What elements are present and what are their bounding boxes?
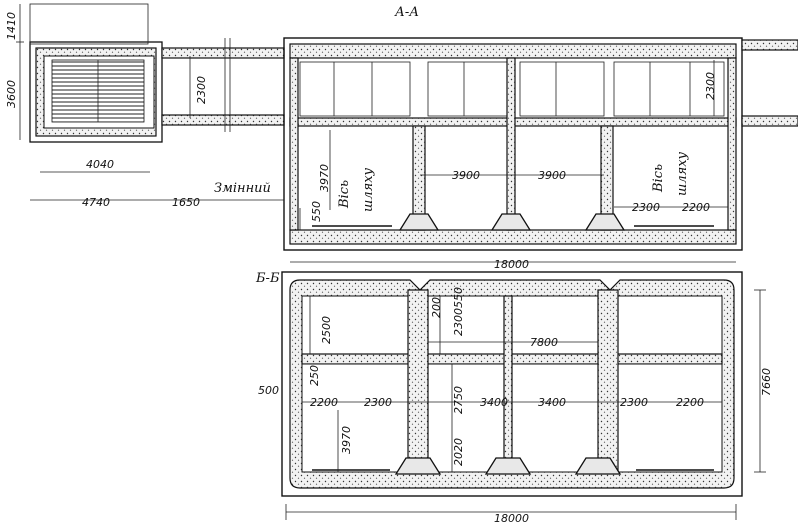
- dim-2300-left: 2300: [195, 76, 208, 104]
- dim-2200-right: 2200: [676, 396, 704, 409]
- dimensions-b-b: [285, 289, 766, 520]
- section-label-b-b: Б-Б: [255, 271, 280, 286]
- dim-4040: 4040: [86, 158, 114, 171]
- dim-2020: 2020: [452, 438, 465, 466]
- dim-2300-right: 2300: [704, 72, 717, 100]
- dim-2300-left: 2300: [364, 396, 392, 409]
- dim-3400-right: 3400: [538, 396, 566, 409]
- dim-7660: 7660: [760, 368, 773, 396]
- dim-3600: 3600: [5, 80, 18, 108]
- dim-3970: 3970: [318, 164, 331, 192]
- dim-4740: 4740: [82, 196, 110, 209]
- dim-1410: 1410: [5, 12, 18, 40]
- note-shlyakhu-2: шляху: [675, 151, 690, 196]
- note-vis-2: Вісь: [651, 164, 666, 193]
- dim-2750: 2750: [452, 386, 465, 414]
- dim-550: 550: [310, 201, 323, 222]
- dim-3400-left: 3400: [480, 396, 508, 409]
- dim-2200: 2200: [682, 201, 710, 214]
- dim-1650: 1650: [172, 196, 200, 209]
- dim-200: 200: [430, 297, 443, 318]
- right-passage-top: [741, 39, 798, 51]
- dim-3900-b: 3900: [538, 169, 566, 182]
- dim-2300: 2300: [452, 308, 465, 336]
- left-passage: [161, 38, 285, 132]
- dim-7800: 7800: [530, 336, 558, 349]
- dim-18000-bottom: 18000: [494, 512, 529, 525]
- dim-18000-top: 18000: [494, 258, 529, 271]
- dim-500: 500: [258, 384, 279, 397]
- main-tunnel-b-b: [281, 271, 743, 497]
- note-vis-1: Вісь: [337, 180, 352, 209]
- main-tunnel-a-a: [283, 37, 743, 251]
- dim-2200-left: 2200: [310, 396, 338, 409]
- dim-2500: 2500: [320, 316, 333, 344]
- left-chamber: [29, 3, 163, 143]
- dimensions-a-a: [16, 4, 736, 263]
- dim-550: 550: [452, 287, 465, 308]
- dim-2300-right: 2300: [620, 396, 648, 409]
- dim-3970-b: 3970: [340, 426, 353, 454]
- right-passage: [741, 115, 798, 127]
- dim-250: 250: [308, 365, 321, 386]
- dim-3900-a: 3900: [452, 169, 480, 182]
- note-shlyakhu-1: шляху: [361, 167, 376, 212]
- dim-2300-bottom: 2300: [632, 201, 660, 214]
- note-zminnyi: Змінний: [214, 181, 271, 196]
- section-label-a-a: А-А: [394, 5, 419, 20]
